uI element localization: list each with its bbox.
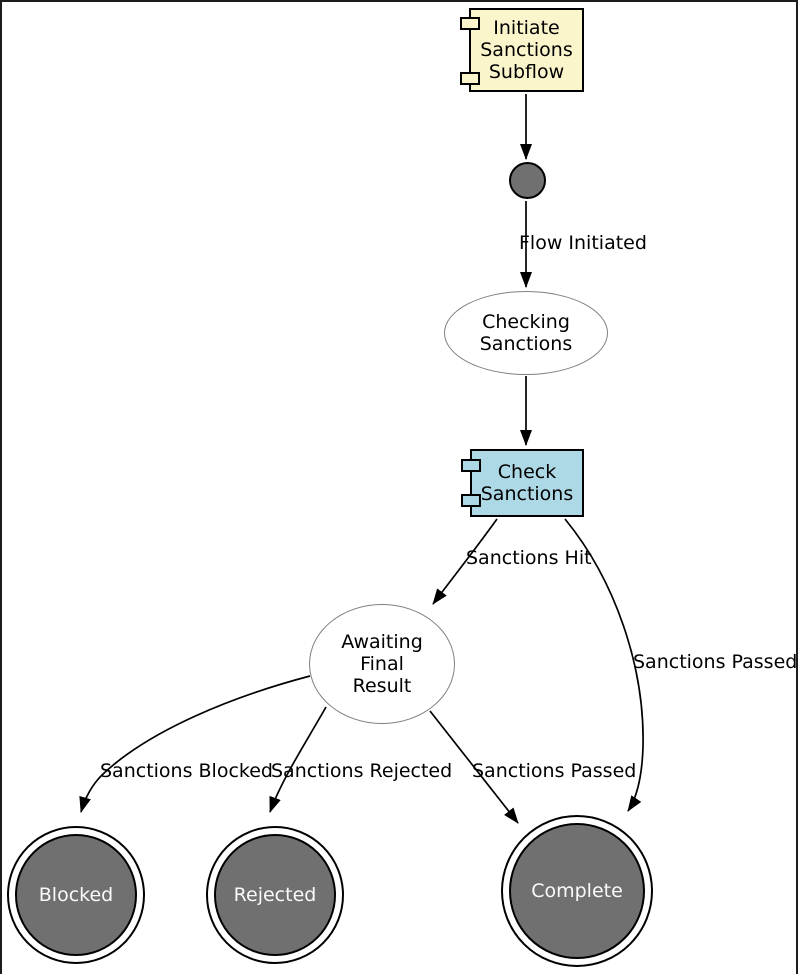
edge-label-flow-initiated: Flow Initiated [519,232,647,254]
node-label: Awaiting Final Result [341,631,423,697]
node-label: Complete [509,823,645,959]
final-state-complete: Complete [501,815,653,967]
edge-label-sanctions-passed-to-complete: Sanctions Passed [633,651,798,673]
component-tab-icon [461,459,481,472]
component-tab-icon [460,72,480,85]
component-initiate-sanctions-subflow: Initiate Sanctions Subflow [460,8,584,92]
state-checking-sanctions: Checking Sanctions [444,291,608,375]
component-check-sanctions: Check Sanctions [461,449,584,517]
component-tab-icon [460,17,480,30]
initial-state-dot [509,162,546,199]
node-label: Blocked [15,834,137,956]
node-label: Rejected [214,834,336,956]
final-state-blocked: Blocked [7,826,145,964]
state-awaiting-final-result: Awaiting Final Result [309,604,455,724]
node-label: Check Sanctions [480,461,574,505]
component-tab-icon [461,494,481,507]
final-state-rejected: Rejected [206,826,344,964]
node-label: Checking Sanctions [479,311,573,355]
node-label: Initiate Sanctions Subflow [480,17,573,83]
